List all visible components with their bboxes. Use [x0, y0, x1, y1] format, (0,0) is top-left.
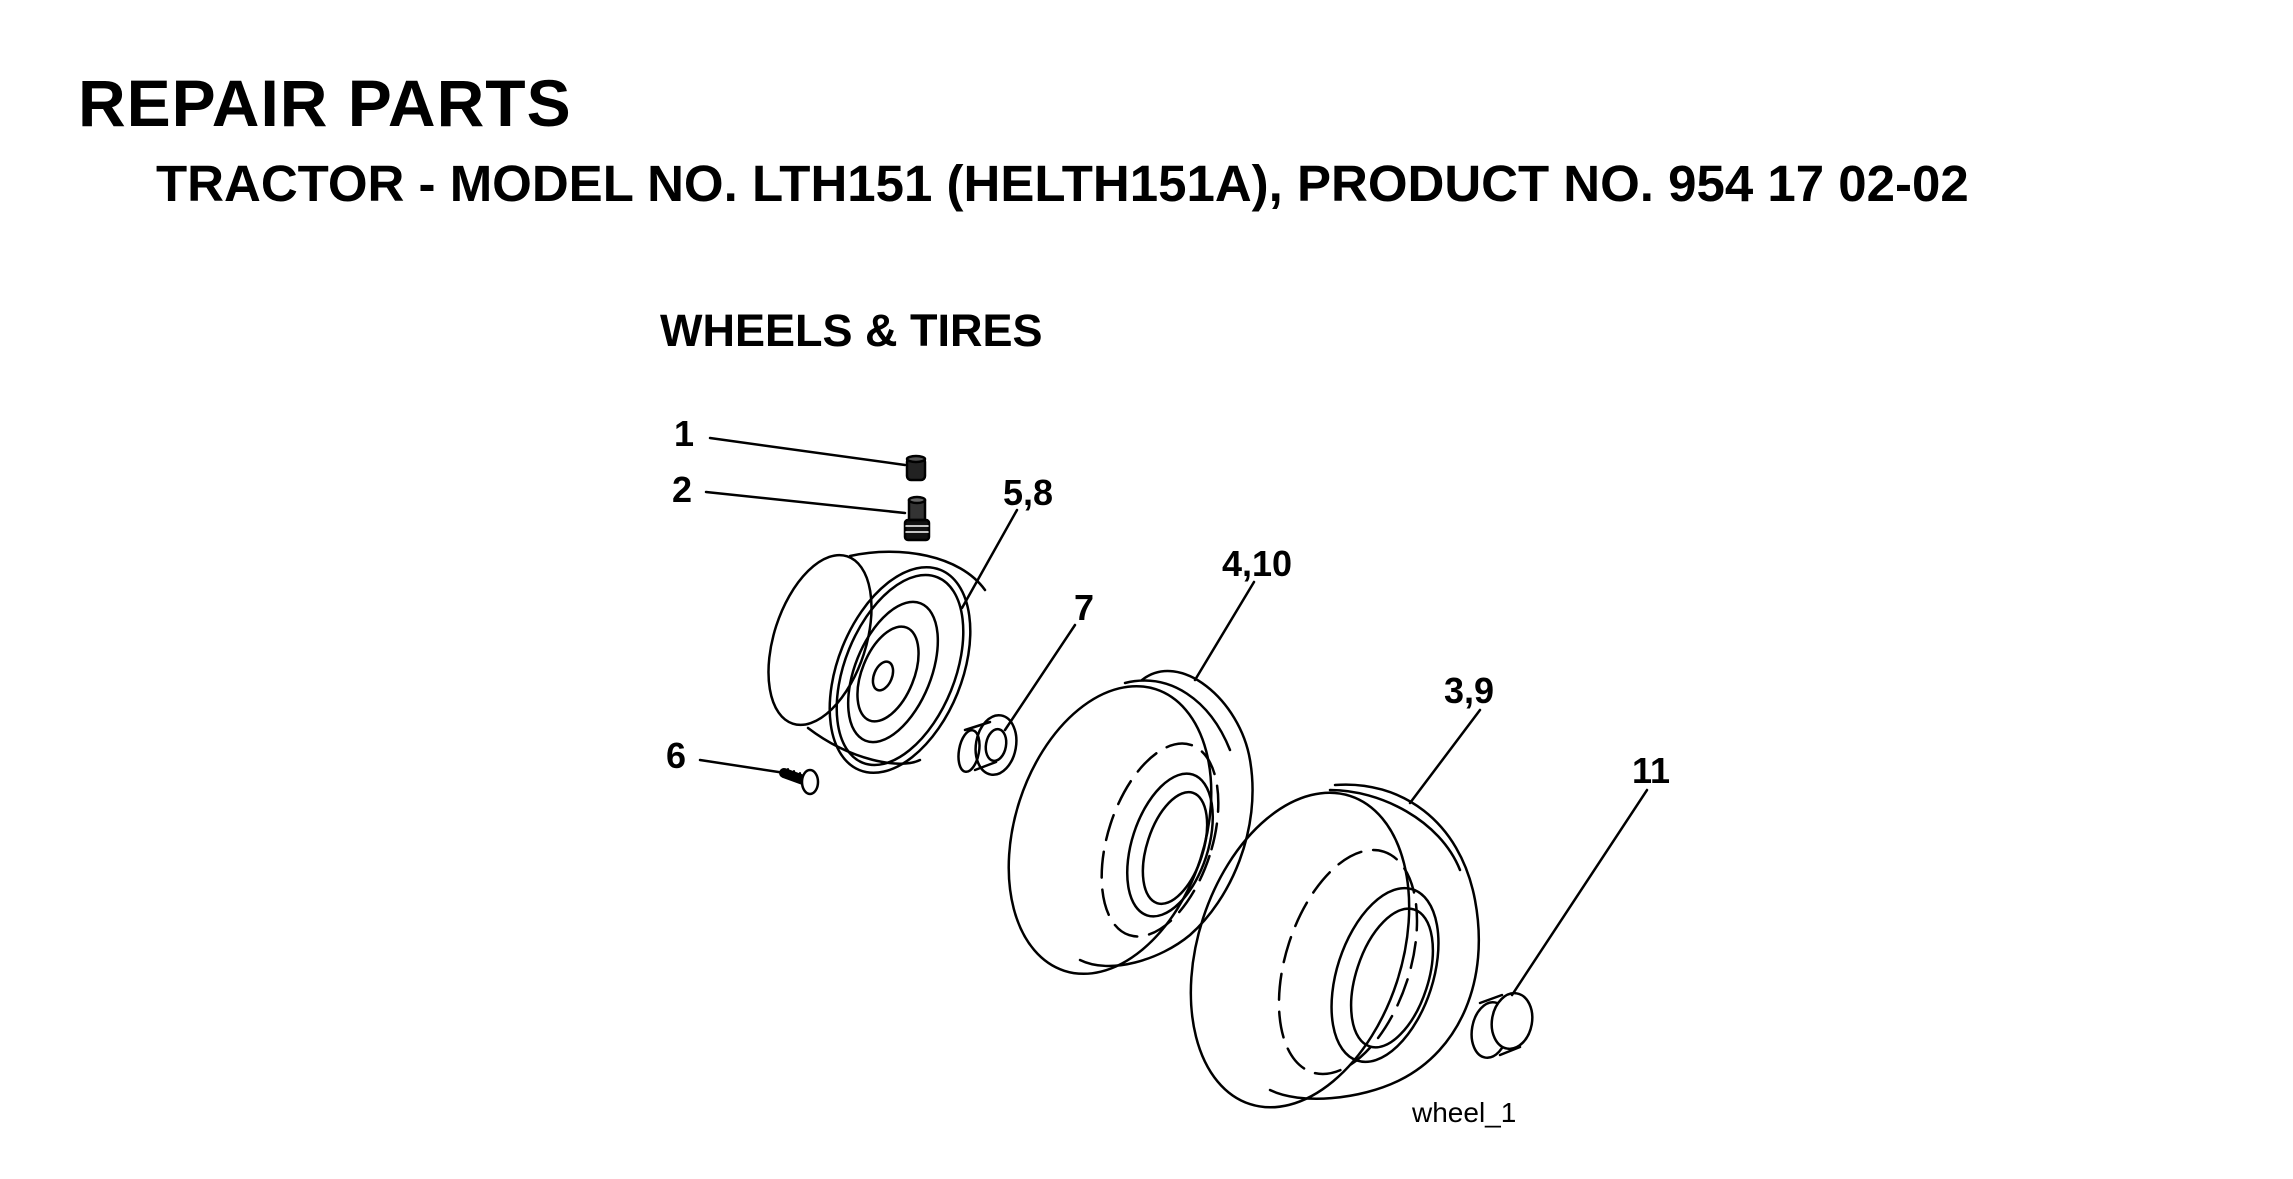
bolt-part: [779, 768, 820, 796]
callout-11: 11: [1632, 750, 1670, 791]
valve-stem-part: [903, 495, 931, 542]
callout-5-8: 5,8: [1003, 472, 1053, 513]
leader-lines: [698, 436, 1649, 997]
page-title: REPAIR PARTS: [78, 66, 572, 140]
valve-cap-part: [905, 454, 927, 482]
callout-2: 2: [672, 469, 692, 510]
tire-part: [1007, 669, 1254, 976]
wheel-rim-part: [767, 550, 987, 775]
callout-6: 6: [666, 735, 686, 776]
figure-id: wheel_1: [1411, 1097, 1516, 1128]
callout-1: 1: [674, 413, 694, 454]
page-subtitle: TRACTOR - MODEL NO. LTH151 (HELTH151A), …: [156, 155, 1969, 212]
callout-4-10: 4,10: [1222, 543, 1292, 584]
callout-3-9: 3,9: [1444, 670, 1494, 711]
section-title: WHEELS & TIRES: [660, 305, 1043, 356]
callout-7: 7: [1074, 587, 1094, 628]
hub-sleeve-part: [1470, 991, 1534, 1060]
bushing-part: [957, 714, 1018, 776]
tire-front-part: [1189, 783, 1480, 1109]
